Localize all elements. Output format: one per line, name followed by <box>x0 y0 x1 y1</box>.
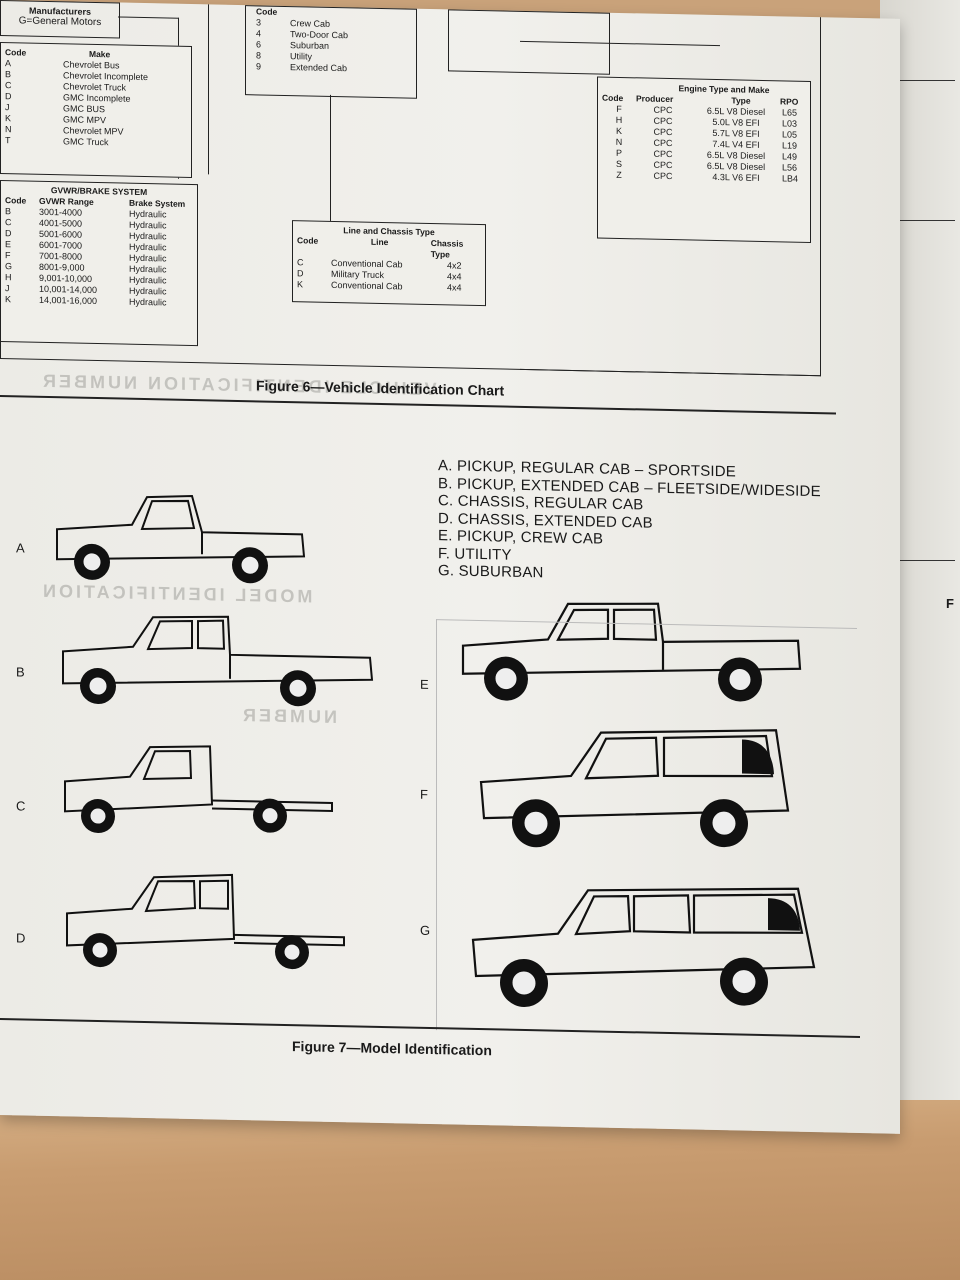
model-letter: C <box>16 798 26 814</box>
faint-panel-outline <box>436 619 857 1039</box>
model-list: A. PICKUP, REGULAR CAB – SPORTSIDE B. PI… <box>438 457 821 588</box>
truck-f-illustration <box>479 729 790 848</box>
body-type-header: Code <box>256 6 278 17</box>
model-letter: F <box>420 786 428 802</box>
model-letter: D <box>16 930 26 946</box>
manufacturers-value: G=General Motors <box>18 15 102 29</box>
body-type-label: Crew Cab <box>290 18 331 29</box>
manual-page: VEHICLE IDENTIFICATION NUMBER MODEL IDEN… <box>0 0 900 1134</box>
make-header-code: Code <box>5 47 27 58</box>
body-type-label: Suburban <box>290 40 330 51</box>
truck-c-illustration <box>64 745 333 834</box>
body-type-label: Extended Cab <box>290 62 348 74</box>
facing-page-letter: F <box>946 596 954 611</box>
make-label: GMC Truck <box>63 136 109 148</box>
model-letter: B <box>16 664 25 680</box>
model-letter: G <box>420 922 431 939</box>
manufacturers-box: Manufacturers G=General Motors <box>0 0 120 39</box>
model-letter: A <box>16 540 25 556</box>
model-letter: E <box>420 676 429 692</box>
truck-d-illustration <box>66 873 345 970</box>
truck-g-illustration <box>471 887 816 1007</box>
truck-b-illustration <box>62 615 374 707</box>
figure7-caption: Figure 7—Model Identification <box>292 1038 492 1059</box>
truck-a-illustration <box>56 495 306 584</box>
truck-e-illustration <box>461 602 802 702</box>
body-type-label: Utility <box>290 51 312 62</box>
